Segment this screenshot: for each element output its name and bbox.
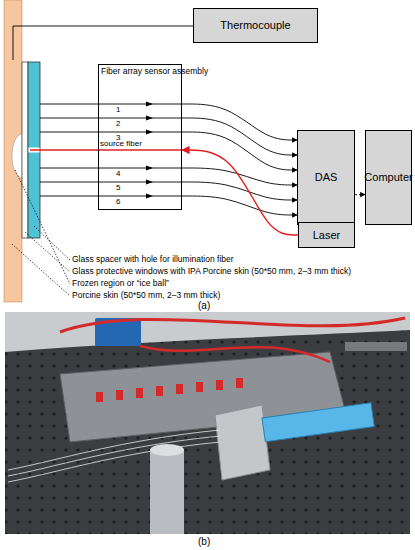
connector [236,378,243,388]
connector [116,390,123,400]
fiber [8,436,220,476]
arrowhead [146,166,153,171]
connector [96,392,103,402]
fiber-connector [182,132,297,170]
arrowhead [146,130,153,135]
connector [136,388,143,398]
fiber-bundle [8,430,220,482]
fiber-line [40,132,182,133]
fiber-connector [182,118,297,155]
callout-label: Glass spacer with hole for illumination … [72,255,412,265]
arrowhead [146,194,153,199]
data-link [355,194,365,195]
steel-rod [345,342,407,351]
das-box: DAS [297,130,355,225]
fiber-line [40,196,182,197]
leader-line [12,244,70,296]
arrowhead [146,102,153,107]
callout-label: Frozen region or “ice ball” [72,279,412,289]
fiber [8,430,220,470]
fiber-connector [182,168,297,185]
fiber-connector [182,182,297,200]
connector [156,386,163,396]
fiber-connector [182,104,297,140]
arrowhead [146,116,153,121]
fiber-line [40,104,182,105]
fiber-number: 1 [116,105,120,114]
fiber-label: source fiber [100,139,142,148]
fiber [8,442,220,482]
node-text: Thermocouple [220,19,290,32]
fiber-number: 4 [116,169,120,178]
fiber-number: 5 [116,183,120,192]
callout-label: Porcine skin (50*50 mm, 2–3 mm thick) [72,291,412,301]
node-text: DAS [315,171,338,184]
node-text: Computer [364,171,412,184]
instrument-box: Thermocouple [193,8,318,43]
callout-label: Glass protective windows with IPA Porcin… [72,267,412,277]
connectors [96,378,243,402]
fiber-number: 6 [116,197,120,206]
sensor-assembly-box: Fiber array sensor assembly [98,64,182,210]
glass-window [22,62,28,238]
connector [176,384,183,394]
bench-wall [5,312,410,352]
connector [216,380,223,390]
laser-fiber [182,150,298,235]
optical-table [5,312,410,534]
fiber-number: 2 [116,119,120,128]
connector [196,382,203,392]
leader-line [15,170,70,284]
laser-box: Laser [298,222,355,248]
sensor-block [262,403,374,442]
fiber-line [40,182,182,183]
leader-lines [12,170,70,296]
leader-line [34,226,70,260]
aluminium-post [150,450,184,534]
red-cable [60,318,405,332]
ice-ball [12,134,22,178]
fiber-connector [182,196,297,215]
node-text: Fiber array sensor assembly [101,66,208,76]
source-fiber-line [30,149,182,150]
fiber-line [40,118,182,119]
thermocouple-wire [13,26,193,60]
panel-label: (a) [198,300,210,312]
computer-box: Computer [365,130,412,225]
node-text: Laser [313,229,341,242]
panel-label: (b) [198,536,210,548]
fiber-line [40,168,182,169]
post-top [150,444,184,456]
arrowhead [146,180,153,185]
aluminium-mount [215,405,270,480]
red-cable [140,346,330,362]
